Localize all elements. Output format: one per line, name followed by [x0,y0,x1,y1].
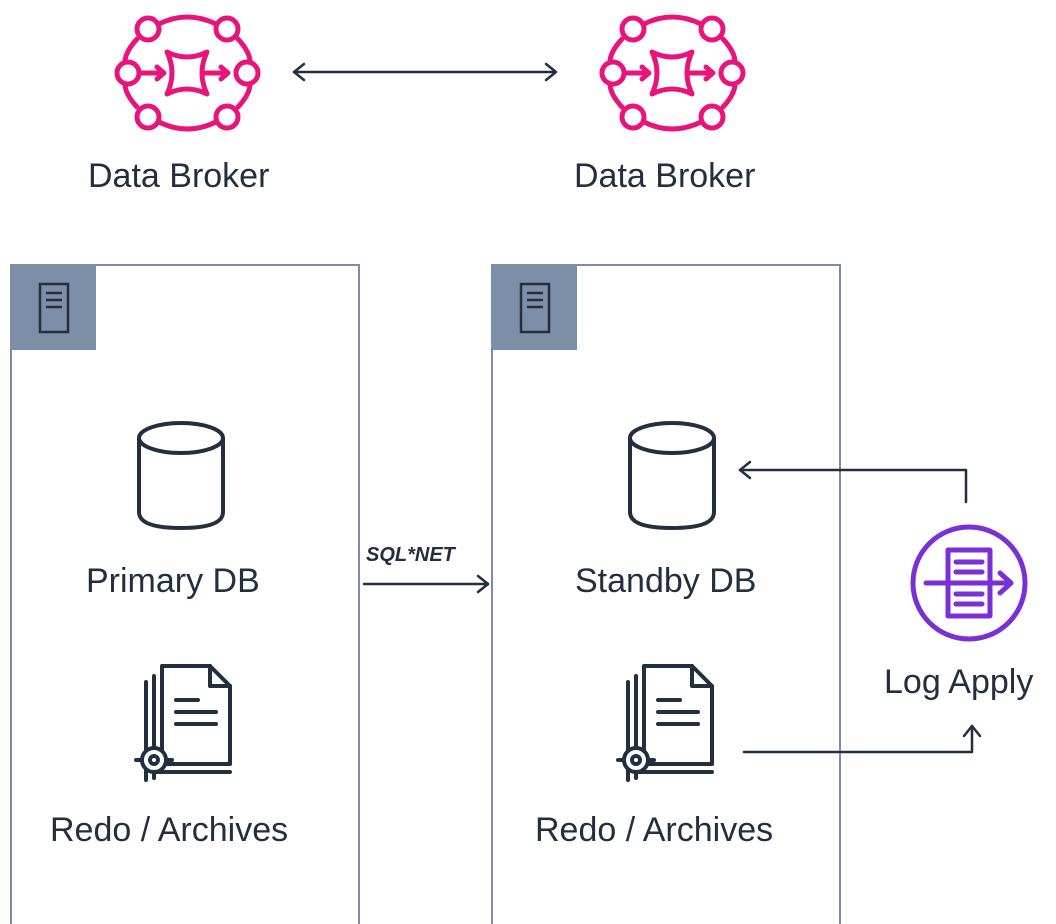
diagram-canvas: Data Broker Data Broker [10,14,1034,924]
primary-redo-label: Redo / Archives [50,811,289,849]
server-icon [519,282,551,334]
server-badge [10,264,96,350]
server-badge [491,264,577,350]
document-gear-icon [134,664,232,782]
server-icon [38,282,70,334]
log-apply-icon [910,524,1028,642]
standby-redo-label: Redo / Archives [535,811,774,849]
primary-db-label: Primary DB [86,562,260,600]
standby-db-label: Standby DB [575,562,757,600]
data-broker-icon [114,14,261,132]
transport-label: SQL*NET [366,544,455,566]
database-icon [137,421,225,531]
redo-transport-arrow [362,574,490,594]
primary-server-panel [10,264,360,924]
log-apply-to-standby-arrow [738,460,968,504]
database-icon [628,421,716,531]
redo-to-log-apply-arrow [742,724,982,754]
log-apply-label: Log Apply [884,663,1034,701]
data-broker-right-label: Data Broker [574,157,756,195]
data-broker-left-label: Data Broker [88,157,270,195]
document-gear-icon [616,664,714,782]
broker-sync-arrow [292,62,558,82]
standby-server-panel [491,264,841,924]
data-broker-icon [599,14,746,132]
